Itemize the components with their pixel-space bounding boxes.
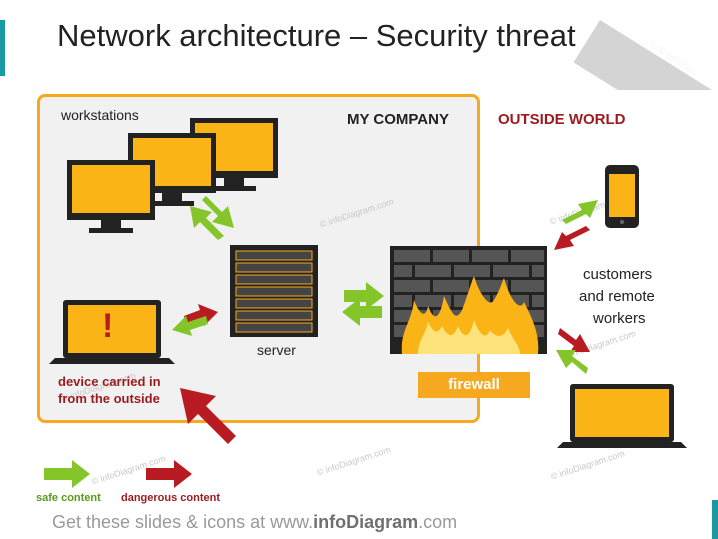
laptop-icon [557,384,687,448]
laptop-icon [49,300,175,364]
safe-arrow-icon [44,460,90,488]
customers-label-line1: customers [583,266,653,283]
arrow-icon [556,350,588,374]
device-label-line2: from the outside [58,391,160,406]
page-title: Network architecture – Security threat [57,18,576,53]
device-label-line1: device carried in [58,374,161,389]
smartphone-icon [605,165,639,228]
footer[interactable]: Get these slides & icons at www.infoDiag… [52,512,457,533]
arrow-icon [190,206,224,240]
fire-icon [401,276,539,354]
legend-danger-label: dangerous content [121,492,221,504]
arrow-icon [342,298,382,326]
arrow-icon [202,196,234,228]
monitor-icon [67,160,155,233]
danger-arrow-icon [146,460,192,488]
arrow-icon [172,316,208,336]
threat-arrow-icon [180,388,236,444]
my-company-label: MY COMPANY [347,111,449,128]
arrow-icon [558,328,590,352]
arrow-icon [344,282,384,310]
outside-world-label: OUTSIDE WORLD [498,111,626,128]
workstations-label: workstations [61,107,139,123]
footer-brand: infoDiagram [313,512,419,532]
customers-label-line3: workers [593,310,646,327]
right-accent-bar [712,500,718,539]
server-label: server [257,342,296,358]
firewall-label: firewall [418,372,530,398]
arrow-icon [554,226,590,250]
legend-safe-label: safe content [36,492,101,504]
customers-label-line2: and remote [579,288,655,305]
footer-prefix: Get these slides & icons at www. [52,512,314,532]
exclamation-icon: ! [102,307,114,345]
arrow-icon [562,200,598,224]
server-rack-icon [230,245,318,337]
footer-suffix: .com [418,512,458,532]
left-accent-bar [0,20,5,76]
